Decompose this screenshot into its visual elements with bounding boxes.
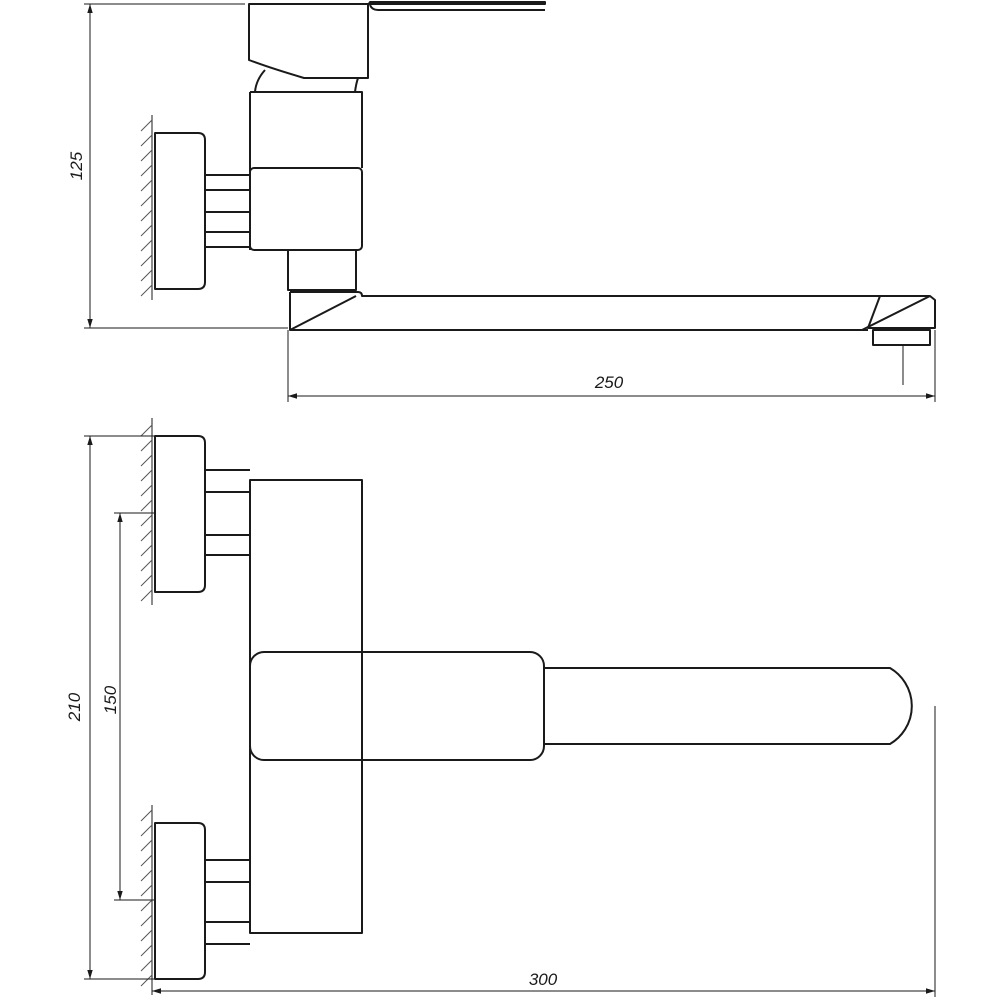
dim-side-reach-label: 250 xyxy=(594,373,624,392)
side-aerator xyxy=(872,329,931,346)
front-escutcheon-upper xyxy=(154,435,206,593)
dim-front-height: 210 xyxy=(65,435,155,980)
front-connector-lower xyxy=(205,859,250,945)
dim-side-reach: 250 xyxy=(287,330,936,402)
side-body-lower xyxy=(249,167,363,251)
side-cartridge-cap xyxy=(254,69,359,93)
front-spout xyxy=(543,667,913,745)
side-handle xyxy=(248,1,546,79)
front-handle xyxy=(249,651,545,761)
dim-front-inlet-spacing: 150 xyxy=(101,512,155,901)
front-view: 210 150 300 xyxy=(65,418,936,997)
front-body xyxy=(249,479,363,934)
side-connector xyxy=(205,174,250,248)
front-wall-upper xyxy=(140,418,153,605)
side-body-upper xyxy=(250,91,363,168)
dim-side-height: 125 xyxy=(67,3,288,329)
dim-front-width: 300 xyxy=(152,706,936,997)
front-connector-upper xyxy=(205,469,250,556)
side-spout xyxy=(290,291,936,329)
dim-front-inlet-spacing-label: 150 xyxy=(101,685,120,714)
side-wall xyxy=(140,115,153,300)
dim-front-width-label: 300 xyxy=(529,970,558,989)
dim-side-height-label: 125 xyxy=(67,151,86,180)
side-swivel-collar xyxy=(287,249,357,291)
front-escutcheon-lower xyxy=(154,822,206,980)
side-handle-lever xyxy=(369,4,545,11)
side-view: 125 250 xyxy=(67,1,936,402)
dim-front-height-label: 210 xyxy=(65,692,84,722)
side-escutcheon xyxy=(154,132,206,290)
